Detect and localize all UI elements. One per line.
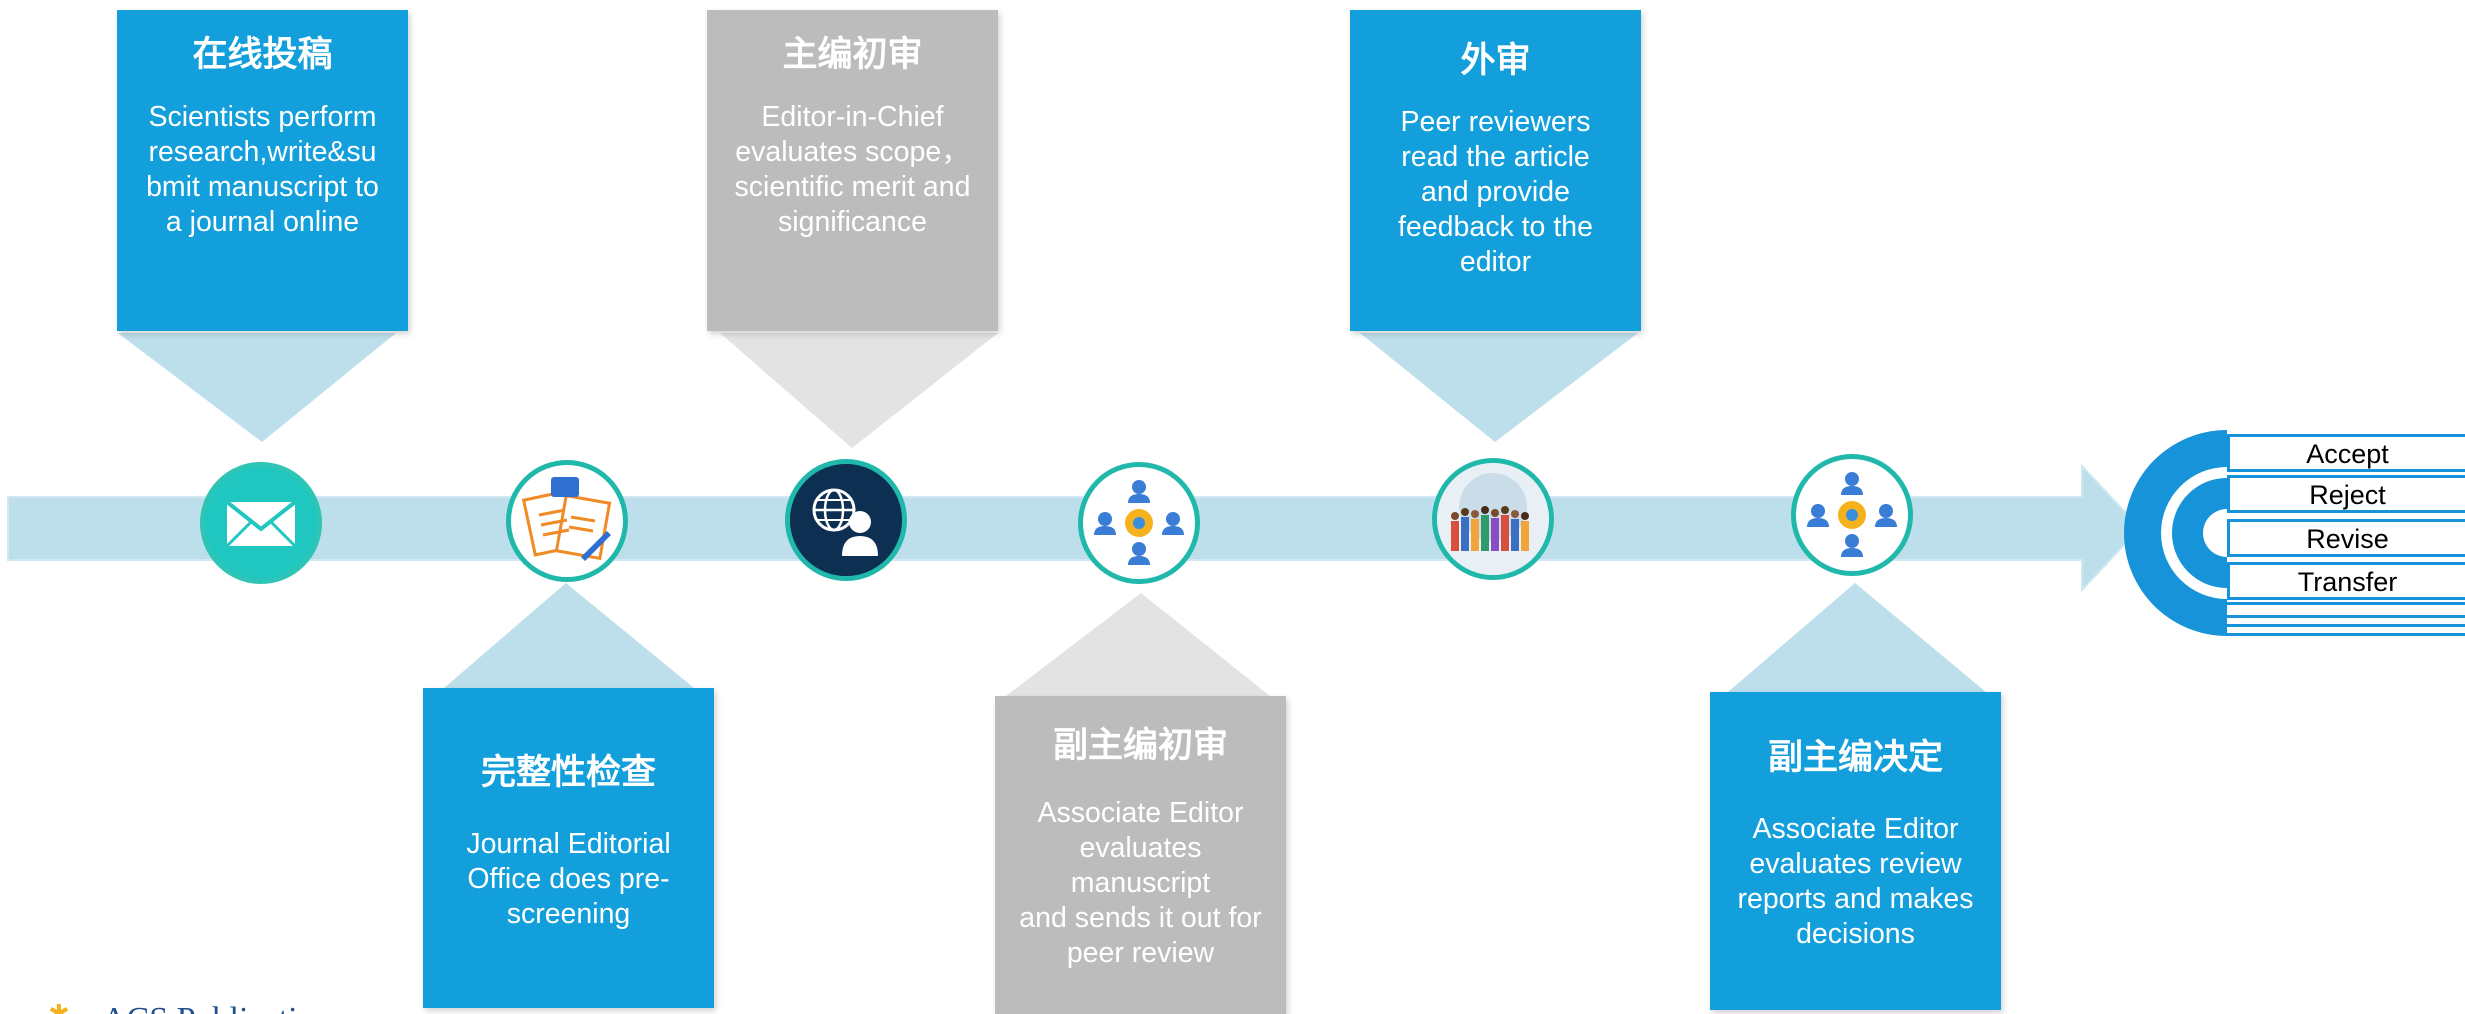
callout-wedge xyxy=(720,333,998,448)
outcome-stack-line xyxy=(2227,624,2465,636)
outcome-reject: Reject xyxy=(2227,475,2465,513)
outcome-accept: Accept xyxy=(2227,434,2465,472)
envelope-icon xyxy=(200,462,322,584)
footer-logo-text: ACS Publications xyxy=(102,1000,345,1014)
step-box-submission: 在线投稿 Scientists perform research,write&s… xyxy=(117,10,408,331)
step-description: Journal Editorial Office does pre- scree… xyxy=(466,828,671,930)
callout-wedge xyxy=(1006,593,1270,696)
callout-wedge xyxy=(1360,333,1638,442)
outcome-transfer: Transfer xyxy=(2227,562,2465,600)
step-description: Peer reviewers read the article and prov… xyxy=(1398,106,1593,278)
callout-wedge xyxy=(444,583,694,688)
outcome-stack-line xyxy=(2227,602,2465,618)
step-title: 完整性检查 xyxy=(480,753,656,793)
step-box-integrity-check: 完整性检查 Journal Editorial Office does pre-… xyxy=(423,688,714,1008)
network-icon xyxy=(1791,454,1913,576)
step-box-ae-decision: 副主编决定 Associate Editor evaluates review … xyxy=(1710,692,2001,1010)
step-box-ae-review: 副主编初审 Associate Editor evaluates manuscr… xyxy=(995,696,1286,1014)
step-title: 副主编决定 xyxy=(1767,738,1943,778)
step-description: Editor-in-Chief evaluates scope， scienti… xyxy=(734,101,971,238)
step-description: Scientists perform research,write&su bmi… xyxy=(146,101,379,238)
footer-logo: ✱ ACS Publications xyxy=(48,998,388,1014)
callout-wedge xyxy=(118,333,396,442)
outcome-revise: Revise xyxy=(2227,519,2465,557)
step-title: 外审 xyxy=(1460,41,1531,81)
crowd-globe-icon xyxy=(1432,458,1554,580)
globe-person-icon xyxy=(785,459,907,581)
callout-wedge xyxy=(1728,583,1986,692)
decision-rings xyxy=(2124,430,2227,636)
step-description: Associate Editor evaluates review report… xyxy=(1737,813,1974,950)
network-icon xyxy=(1078,462,1200,584)
step-title: 在线投稿 xyxy=(192,35,333,75)
step-title: 副主编初审 xyxy=(1052,726,1228,766)
step-box-peer-review: 外审 Peer reviewers read the article and p… xyxy=(1350,10,1641,331)
step-description: Associate Editor evaluates manuscript an… xyxy=(1019,797,1262,969)
logo-mark-icon: ✱ xyxy=(48,1002,70,1014)
step-box-eic-review: 主编初审 Editor-in-Chief evaluates scope， sc… xyxy=(707,10,998,331)
step-title: 主编初审 xyxy=(782,35,923,75)
documents-icon xyxy=(506,460,628,582)
